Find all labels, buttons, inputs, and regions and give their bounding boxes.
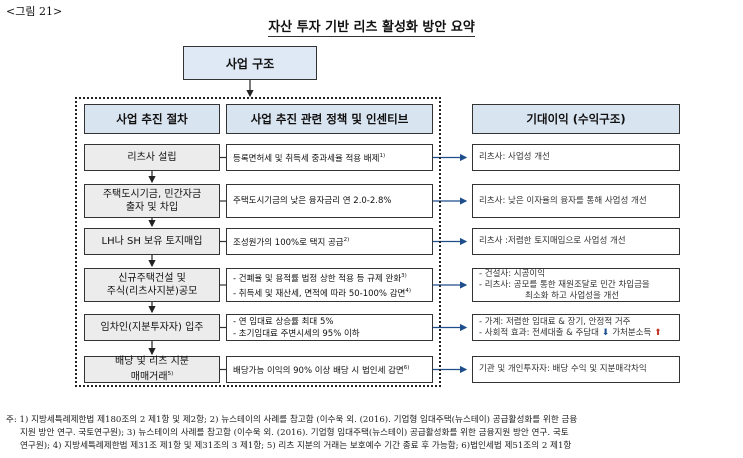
text-line: 배당가능 이익의 90% 이상 배당 시 법인세 감면6) (233, 365, 410, 376)
benefit-line: 기관 및 개인투자자: 배당 수익 및 지분매각차익 (479, 364, 647, 374)
footnote-ref: 1) (379, 153, 386, 160)
step-label: 매매거래 (130, 371, 168, 383)
benefit-box: 리츠사: 낮은 이자율의 융자를 통해 사업성 개선 (472, 184, 680, 218)
header-benefit: 기대이익 (수익구조) (472, 104, 680, 134)
step-label: 주택도시기금, 민간자금 (102, 189, 202, 200)
footnote-ref: 4) (405, 288, 412, 294)
top-box-business-structure: 사업 구조 (183, 46, 317, 80)
benefit-box: 리츠사 :저렴한 토지매입으로 사업성 개선 (472, 228, 680, 255)
benefit-box: 기관 및 개인투자자: 배당 수익 및 지분매각차익 (472, 356, 680, 383)
policy-box: 주택도시기금의 낮은 융자금리 연 2.0-2.8% (226, 184, 433, 218)
benefit-line: 리츠사: 사업성 개선 (479, 152, 550, 162)
benefit-box: 리츠사: 사업성 개선 (472, 144, 680, 171)
figure-label: <그림 21> (6, 5, 63, 18)
text-line: 주택도시기금의 낮은 융자금리 연 2.0-2.8% (233, 196, 392, 206)
footnote: 주: 1) 지방세특례제한법 제180조의 2 제1항 및 제2항; 2) 뉴스… (6, 414, 738, 453)
text-line: - 초기임대료 주변시세의 95% 이하 (233, 328, 360, 339)
diagram-title: 자산 투자 기반 리츠 활성화 방안 요약 (268, 20, 475, 37)
text-line: - 연 임대료 상승률 최대 5% (233, 316, 334, 327)
step-box: 리츠사 설립 (84, 144, 220, 171)
step-label: LH나 SH 보유 토지매입 (101, 236, 203, 247)
policy-box: 조성원가의 100%로 택지 공급2) (226, 228, 433, 255)
policy-box: 등록면허세 및 취득세 중과세율 적용 배제1) (226, 144, 433, 171)
process-group-frame (75, 97, 441, 387)
benefit-line: 리츠사: 낮은 이자율의 융자를 통해 사업성 개선 (479, 195, 647, 206)
down-arrow-icon: ⬇ (598, 327, 613, 338)
footnote-ref: 5) (167, 371, 174, 378)
up-arrow-icon: ⬆ (651, 327, 662, 338)
step-label: 출자 및 차입 (125, 202, 179, 213)
step-label: 리츠사 설립 (127, 152, 177, 163)
text-line: - 취득세 및 재산세, 면적에 따라 50-100% 감면4) (233, 288, 412, 299)
footnote-line: 주: 1) 지방세특례제한법 제180조의 2 제1항 및 제2항; 2) 뉴스… (6, 415, 578, 425)
benefit-line: - 건설사: 시공이익 (479, 268, 546, 279)
step-label: 주식(리츠사지분)공모 (106, 286, 198, 297)
footnote-ref: 2) (343, 237, 350, 244)
text-line: 조성원가의 100%로 택지 공급2) (233, 237, 350, 248)
text-line: - 건폐율 및 용적률 법정 상한 적용 등 규제 완화3) (233, 273, 407, 284)
benefit-line: 리츠사 :저렴한 토지매입으로 사업성 개선 (479, 236, 626, 246)
benefit-line: 최소화 하고 사업성을 개선 (525, 290, 620, 301)
footnote-line: 지원 방안 연구. 국토연구원); 3) 뉴스테이의 사례를 참고함 (이수욱 … (20, 428, 569, 438)
step-label-line: 매매거래5) (131, 368, 173, 383)
step-box: 임차인(지분투자자) 입주 (84, 314, 220, 341)
step-label: 신규주택건설 및 (118, 273, 186, 284)
footnote-ref: 6) (403, 365, 410, 372)
text-line: 등록면허세 및 취득세 중과세율 적용 배제1) (233, 153, 386, 164)
header-steps: 사업 추진 절차 (84, 104, 220, 134)
step-box: LH나 SH 보유 토지매입 (84, 228, 220, 255)
benefit-line: - 사회적 효과: 전세대출 & 주담대 ⬇ 가처분소득 ⬆ (479, 327, 662, 338)
benefit-line: - 가계: 저렴한 임대료 & 장기, 안정적 거주 (479, 316, 631, 327)
policy-box: - 연 임대료 상승률 최대 5%- 초기임대료 주변시세의 95% 이하 (226, 314, 433, 341)
policy-box: - 건폐율 및 용적률 법정 상한 적용 등 규제 완화3) - 취득세 및 재산… (226, 268, 433, 302)
footnote-ref: 3) (401, 273, 407, 280)
step-label: 임차인(지분투자자) 입주 (100, 322, 204, 333)
benefit-box: - 가계: 저렴한 임대료 & 장기, 안정적 거주- 사회적 효과: 전세대출… (472, 314, 680, 341)
policy-box: 배당가능 이익의 90% 이상 배당 시 법인세 감면6) (226, 356, 433, 383)
benefit-line: - 리츠사: 공모를 통한 재원조달로 민간 차입금을 (479, 279, 650, 290)
footnote-line: 연구원); 4) 지방세특례제한법 제31조 제1항 및 제31조의 3 제1항… (20, 441, 572, 451)
header-policy: 사업 추진 관련 정책 및 인센티브 (226, 104, 433, 134)
step-label: 배당 및 리츠 지분 (115, 356, 189, 368)
